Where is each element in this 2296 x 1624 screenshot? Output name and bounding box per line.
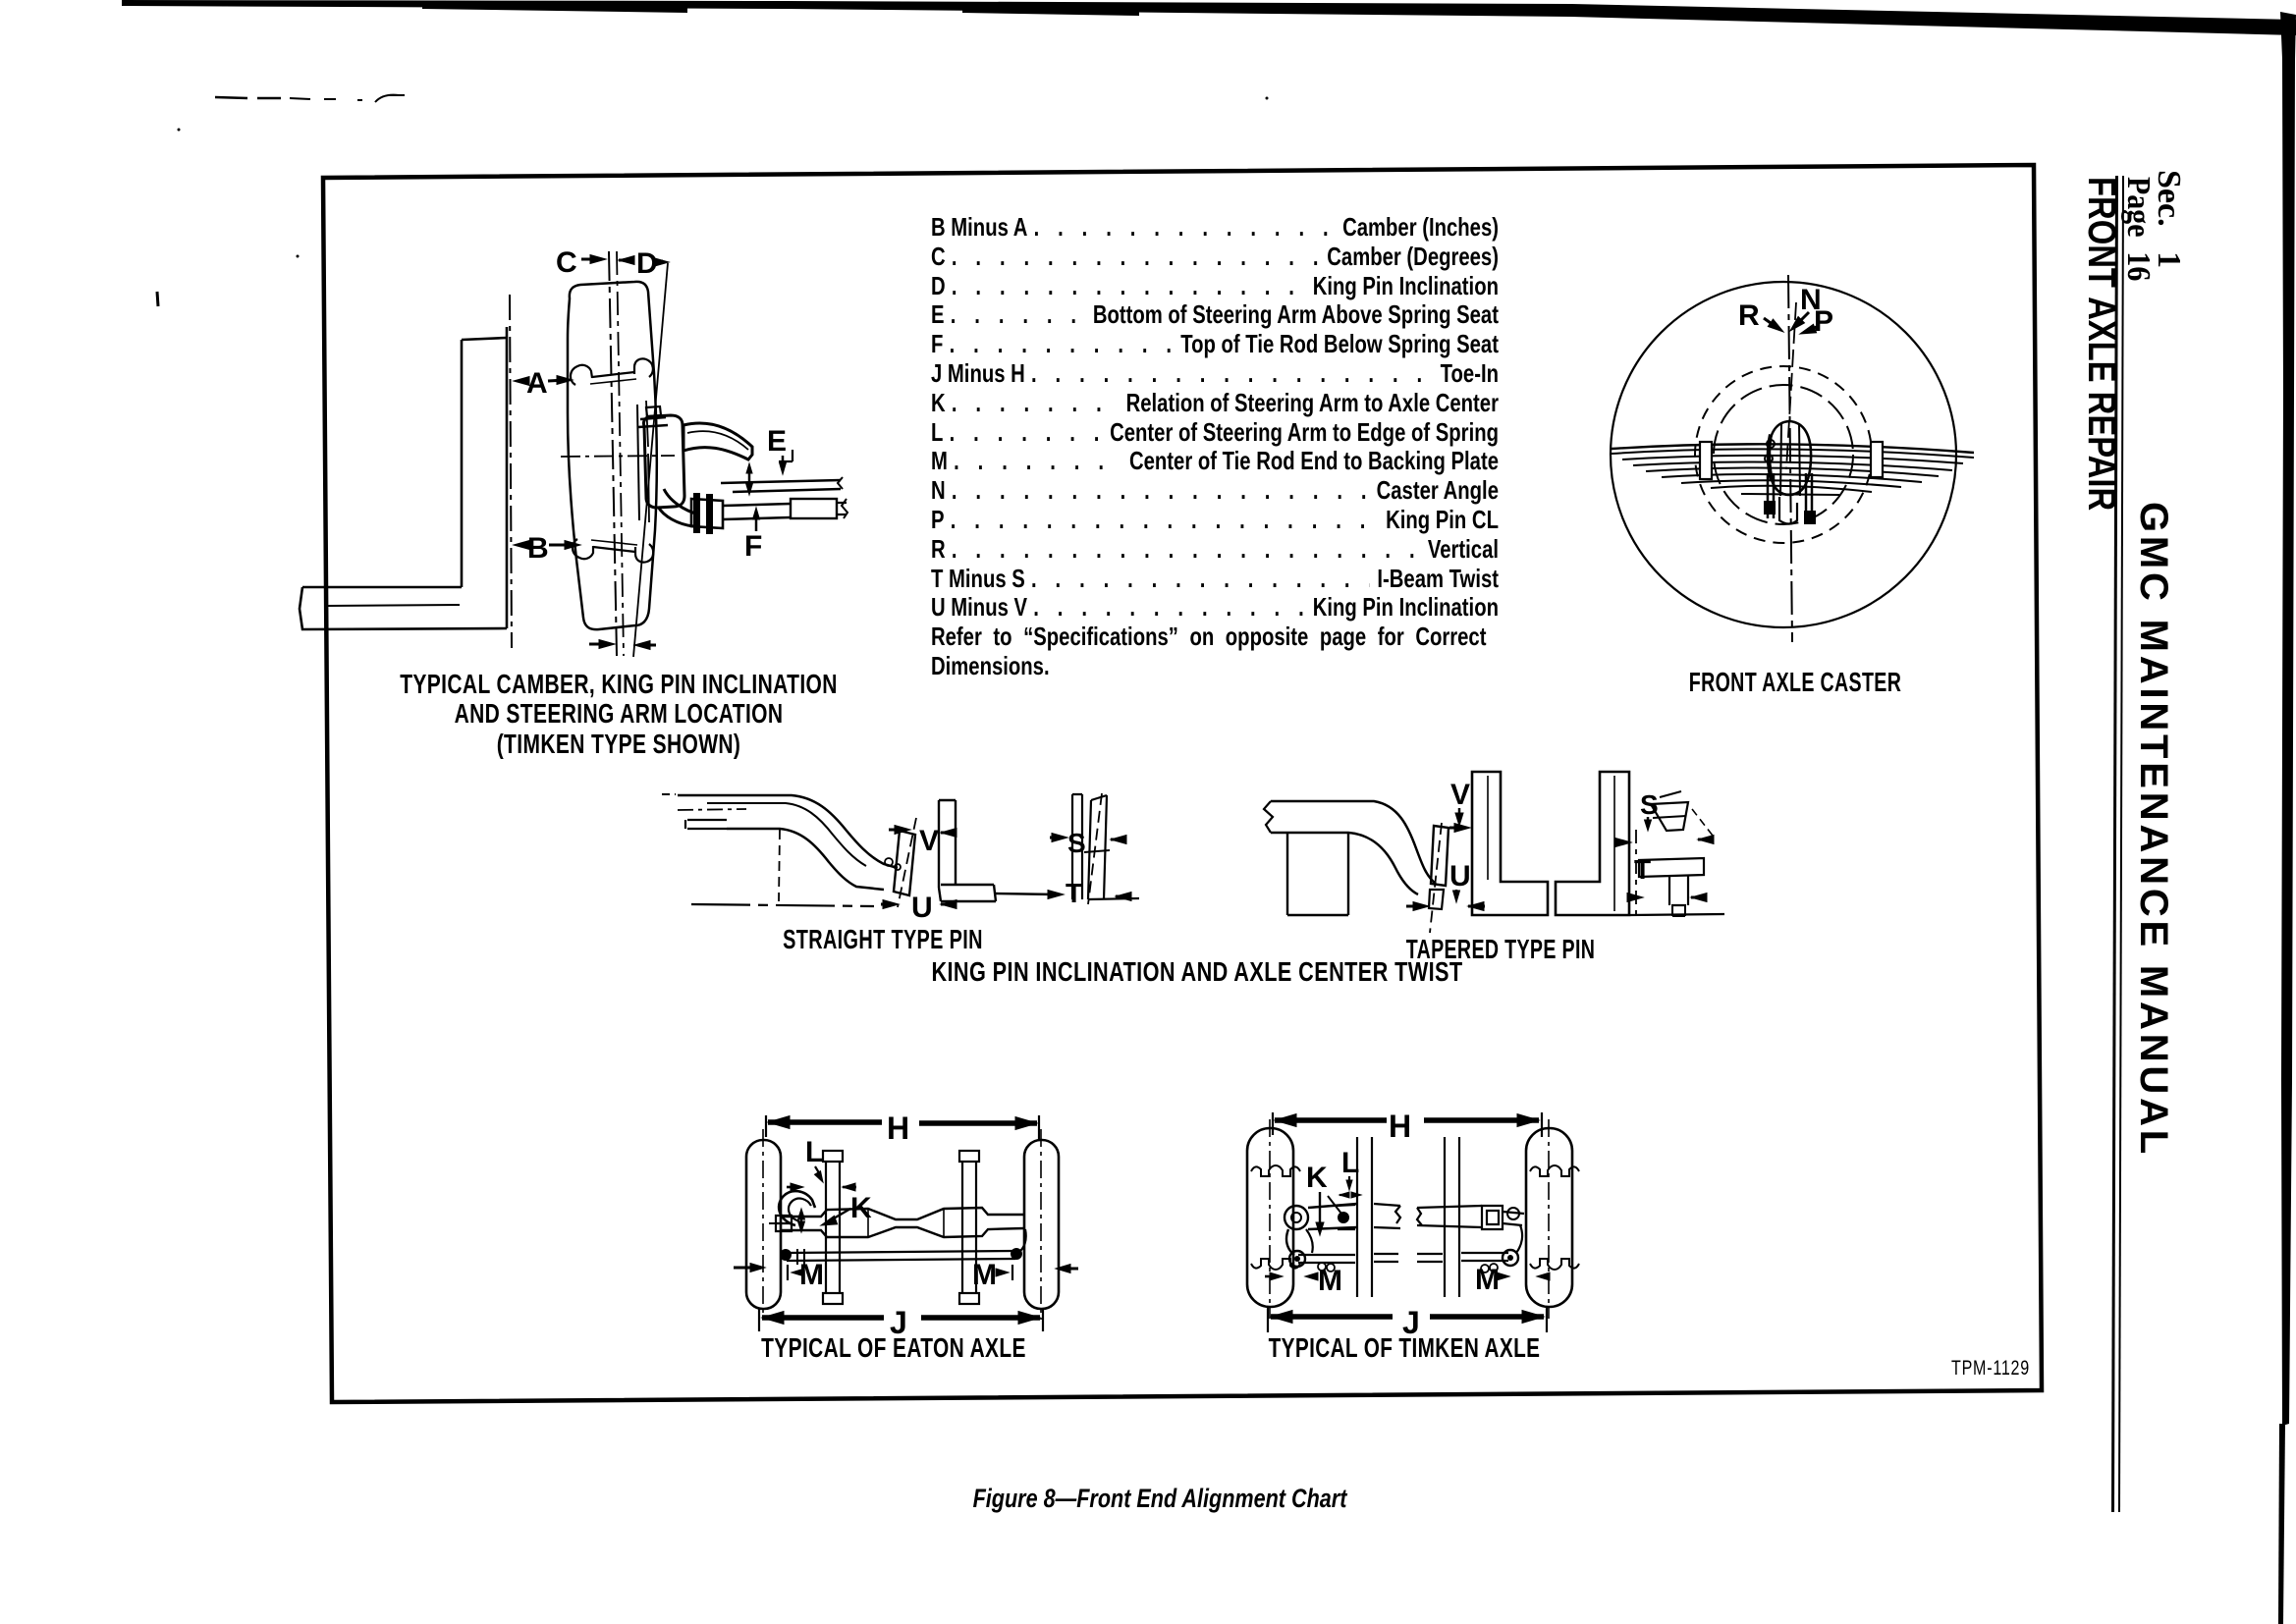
svg-text:R: R — [1738, 299, 1760, 332]
svg-text:M: M — [972, 1259, 997, 1291]
svg-text:H: H — [1389, 1109, 1411, 1144]
svg-text:S: S — [1640, 789, 1659, 820]
svg-text:B: B — [527, 532, 549, 565]
svg-text:S: S — [1067, 828, 1086, 858]
svg-text:A: A — [526, 367, 548, 400]
svg-text:M: M — [1475, 1264, 1500, 1296]
svg-text:J: J — [1402, 1305, 1420, 1340]
svg-text:L: L — [1341, 1147, 1359, 1179]
svg-text:C: C — [556, 246, 577, 279]
svg-text:N: N — [1800, 284, 1822, 316]
svg-text:M: M — [1318, 1265, 1342, 1297]
svg-text:L: L — [805, 1136, 823, 1168]
svg-text:U: U — [911, 892, 933, 924]
svg-text:H: H — [887, 1110, 909, 1146]
svg-text:T: T — [1066, 878, 1082, 908]
svg-text:P: P — [1814, 305, 1833, 338]
svg-text:E: E — [767, 425, 787, 458]
svg-text:K: K — [850, 1192, 872, 1224]
svg-text:U: U — [1449, 860, 1471, 893]
svg-text:V: V — [919, 825, 939, 857]
svg-text:T: T — [1634, 854, 1651, 885]
svg-text:D: D — [636, 247, 658, 280]
svg-text:K: K — [1306, 1162, 1328, 1194]
svg-text:V: V — [1450, 779, 1470, 811]
svg-text:J: J — [890, 1305, 907, 1340]
svg-text:F: F — [744, 530, 762, 563]
